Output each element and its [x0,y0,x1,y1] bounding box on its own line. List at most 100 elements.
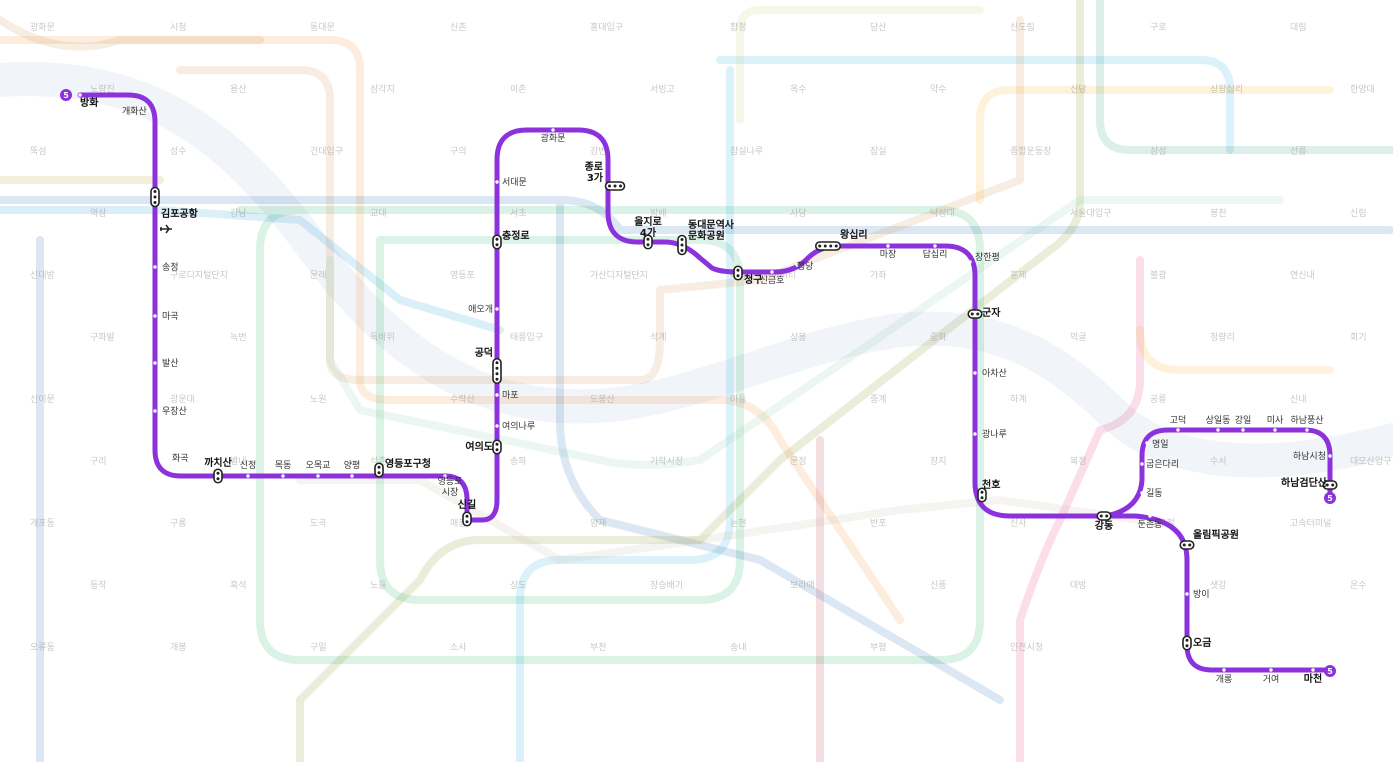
station-hanam_city[interactable]: 하남시청 [1293,451,1332,462]
station-olympic_park[interactable]: 올림픽공원 [1179,528,1239,550]
background-station-label: 동작 [90,580,107,591]
station-myeongil[interactable]: 명일 [1145,439,1169,450]
station-singil[interactable]: 신길 [458,498,476,527]
station-sangil[interactable]: 상일동 [1206,415,1231,432]
station-omokgyo[interactable]: 오목교 [306,460,331,478]
station-gubeundari[interactable]: 굽은다리 [1140,459,1179,470]
station-balsan[interactable]: 발산 [153,358,179,369]
station-tick [973,432,977,436]
station-tick [153,361,157,365]
background-station-label: 상왕십리 [1210,84,1243,95]
background-station-label: 먹골 [1070,332,1087,343]
station-mapo[interactable]: 마포 [495,390,519,401]
background-station-label: 개포동 [30,518,55,529]
station-yangpyeong[interactable]: 양평 [344,460,361,478]
station-chungjeongno[interactable]: 충정로 [492,229,530,250]
station-yeongdeungpo_gu[interactable]: 영등포구청 [374,457,431,478]
transfer-dot [736,274,740,278]
station-achasan[interactable]: 아차산 [973,367,1007,379]
background-station-label: 하계 [1010,393,1027,405]
station-godeok[interactable]: 고덕 [1170,415,1187,432]
station-gimpo_airport[interactable]: 김포공항 [150,186,199,221]
station-label: 광나루 [982,428,1007,440]
station-mokdong[interactable]: 목동 [275,460,292,478]
station-label: 신금호 [760,275,785,286]
station-tick [443,474,447,478]
station-gangil[interactable]: 강일 [1235,415,1252,432]
station-janghanpyeong[interactable]: 장한평 [968,252,1000,264]
station-ogeum[interactable]: 오금 [1182,635,1211,651]
station-dunchondong[interactable]: 둔촌동 [1138,514,1163,530]
transfer-dot [495,448,499,452]
transfer-dot [1099,514,1103,518]
station-gildong[interactable]: 길동 [1140,488,1163,499]
station-singeumho[interactable]: 신금호 [760,270,785,286]
background-station-label: 용산 [230,84,247,95]
station-geoyeo[interactable]: 거여 [1263,668,1280,685]
station-label: 굽은다리 [1146,459,1179,470]
station-hwagok[interactable]: 화곡 [168,453,189,467]
station-yeouinaru[interactable]: 여의나루 [495,420,535,432]
background-station-label: 녹번 [230,332,247,343]
station-misa[interactable]: 미사 [1267,415,1284,432]
station-gongdeok[interactable]: 공덕 [475,346,502,385]
background-station-label: 시청 [170,22,187,33]
background-station-label: 고속터미널 [1290,518,1331,529]
station-gaerong[interactable]: 개롱 [1216,668,1233,685]
station-hanam_pungsan[interactable]: 하남풍산 [1290,415,1324,432]
station-macheon[interactable]: 마천 [1304,668,1322,685]
station-label: 미사 [1267,415,1284,426]
station-magok[interactable]: 마곡 [153,311,179,322]
station-cheonho[interactable]: 천호 [977,478,1000,503]
station-kkachisan[interactable]: 까치산 [204,456,233,484]
background-station-label: 영등포 [450,270,475,281]
station-banghwa[interactable]: 방화 [78,93,99,109]
station-songjeong[interactable]: 송정 [153,262,179,273]
background-station-label: 구파발 [90,332,115,343]
transfer-dot [980,490,984,494]
station-cheonggu[interactable]: 청구 [733,265,762,286]
station-hanam_geomdansan[interactable]: 하남검단산 [1281,476,1338,490]
station-majang[interactable]: 마장 [880,244,897,260]
transfer-dot [153,201,157,204]
station-gunja[interactable]: 군자 [967,306,1001,319]
transfer-dot [980,496,984,500]
transfer-marker [492,439,502,455]
background-station-label: 흑석 [230,579,247,591]
station-seodaemun[interactable]: 서대문 [495,177,527,188]
station-sinjeong[interactable]: 신정 [240,460,257,478]
transfer-dot [976,312,980,316]
background-station-label: 장지 [930,456,947,467]
station-aeogae[interactable]: 애오개 [468,304,499,315]
station-gwangnaru[interactable]: 광나루 [973,428,1007,440]
station-dapsimni[interactable]: 답십리 [923,244,948,260]
background-station-label: 양재 [590,518,607,529]
background-station-label: 대모산입구 [1350,455,1391,467]
station-gangdong[interactable]: 강동 [1095,511,1113,532]
station-ujangsan[interactable]: 우장산 [153,406,187,417]
transfer-dot [646,237,650,241]
station-bangi[interactable]: 방이 [1185,589,1210,600]
station-haengdang[interactable]: 행당 [795,260,813,272]
station-label: 문화공원 [688,229,725,242]
station-yeouido[interactable]: 여의도 [465,439,502,455]
station-tick [1140,462,1144,466]
transfer-marker [643,234,653,250]
background-station-label: 구일 [310,642,327,653]
station-tick [1176,428,1180,432]
background-station-label: 신당 [1070,84,1087,95]
bg-line-2 [376,236,744,604]
background-station-label: 부평 [870,642,887,653]
line-5-hanam-branch[interactable] [1102,427,1333,519]
station-gwanghwamun[interactable]: 광화문 [541,128,566,144]
station-gaehwasan[interactable]: 개화산 [122,106,150,117]
station-label: 고덕 [1170,415,1187,426]
bg-line-6 [0,16,1024,384]
station-wangsimni[interactable]: 왕십리 [814,228,868,251]
